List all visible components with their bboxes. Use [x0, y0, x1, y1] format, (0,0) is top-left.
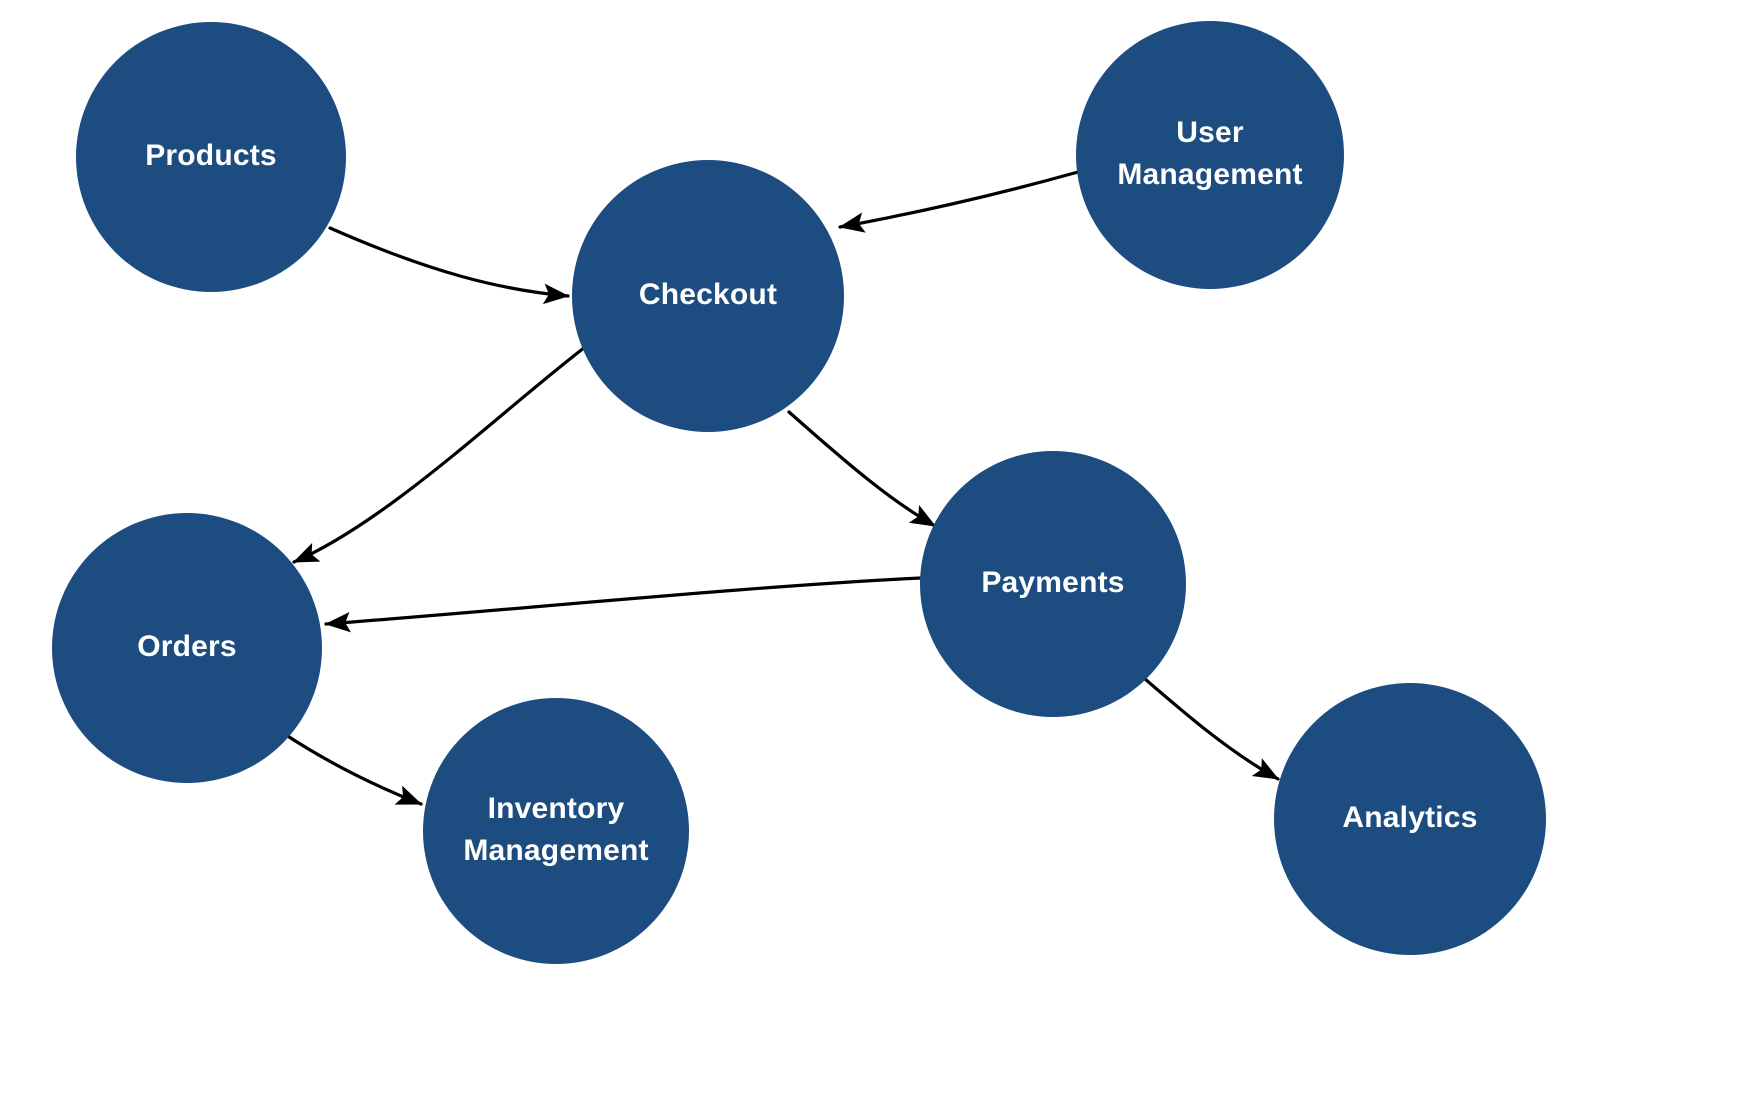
node-circle-orders[interactable] [52, 513, 322, 783]
node-circle-inventory-management[interactable] [423, 698, 689, 964]
node-analytics[interactable]: Analytics [1274, 683, 1546, 955]
node-circle-payments[interactable] [920, 451, 1186, 717]
node-circle-products[interactable] [76, 22, 346, 292]
edge-checkout-to-payments[interactable] [787, 410, 937, 528]
edge-payments-to-orders[interactable] [324, 576, 923, 633]
edge-checkout-to-orders[interactable] [292, 342, 591, 564]
edge-payments-to-analytics[interactable] [1135, 670, 1280, 781]
edge-user-management-to-checkout[interactable] [838, 170, 1080, 233]
edges-layer [281, 170, 1280, 806]
edge-products-to-checkout[interactable] [328, 226, 570, 305]
node-orders[interactable]: Orders [52, 513, 322, 783]
edge-orders-to-inventory[interactable] [281, 731, 423, 806]
node-circle-checkout[interactable] [572, 160, 844, 432]
node-payments[interactable]: Payments [920, 451, 1186, 717]
node-checkout[interactable]: Checkout [572, 160, 844, 432]
node-circle-user-management[interactable] [1076, 21, 1344, 289]
node-circle-analytics[interactable] [1274, 683, 1546, 955]
node-products[interactable]: Products [76, 22, 346, 292]
